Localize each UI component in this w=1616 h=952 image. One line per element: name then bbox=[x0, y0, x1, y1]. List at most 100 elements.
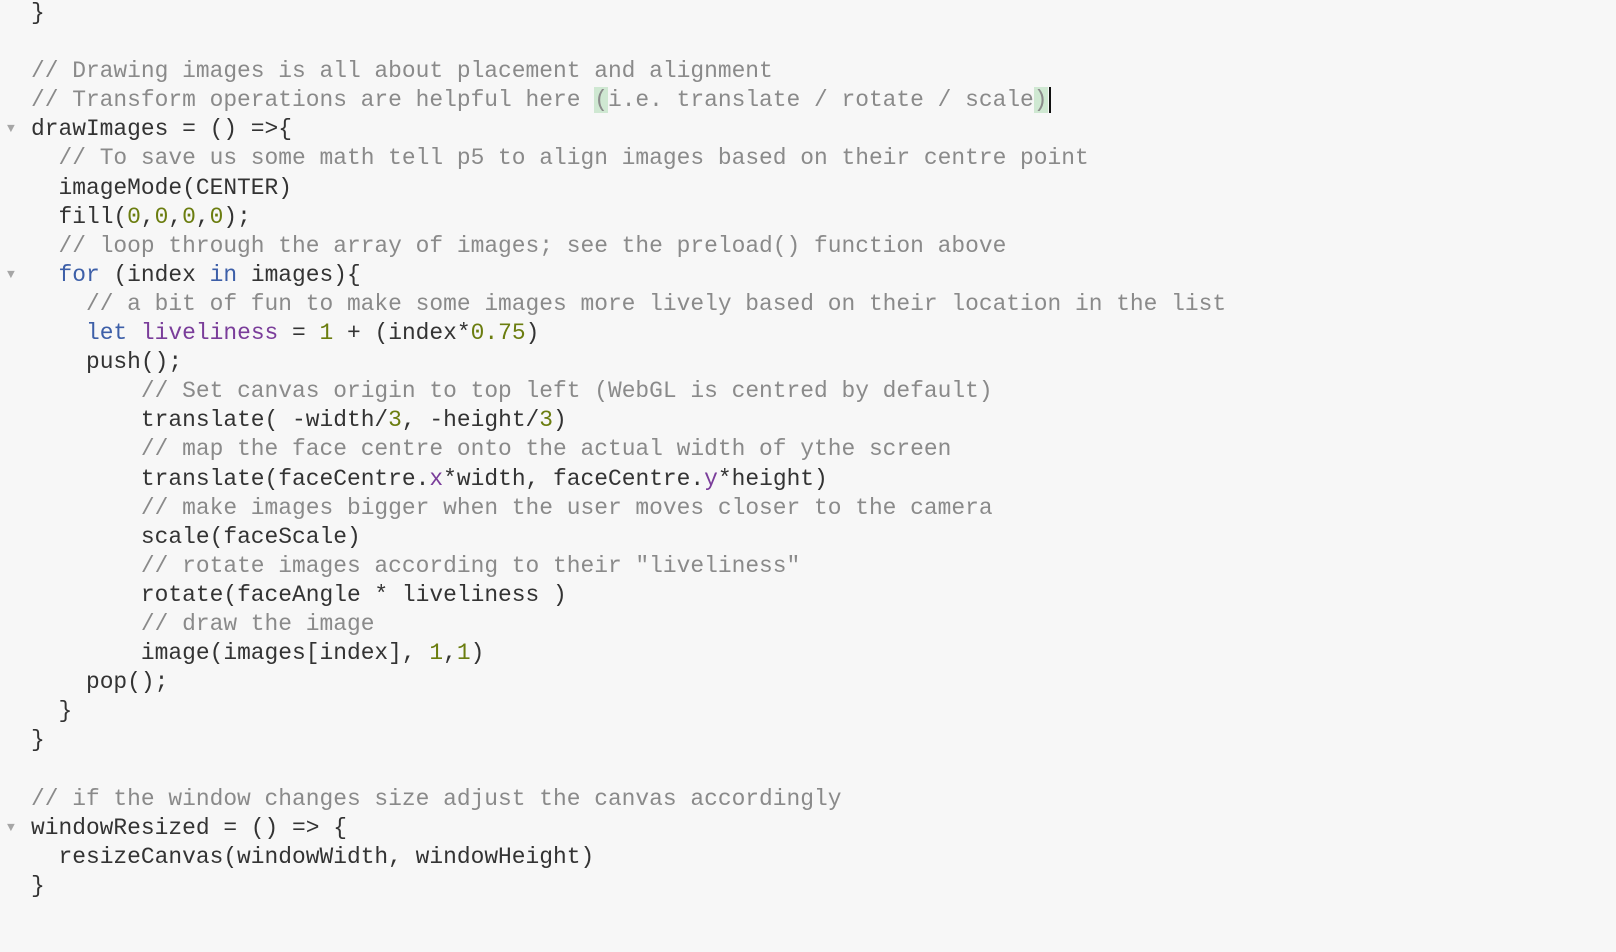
indent bbox=[31, 524, 141, 550]
code-token-keyword: in bbox=[209, 261, 238, 288]
code-token-prop: x bbox=[429, 465, 444, 492]
code-token-comment: // draw the image bbox=[140, 610, 375, 637]
code-token-number: 0 bbox=[127, 203, 141, 230]
code-line[interactable]: // map the face centre onto the actual w… bbox=[0, 435, 1226, 464]
fold-triangle-icon[interactable]: ▼ bbox=[7, 266, 15, 282]
code-line[interactable]: } bbox=[0, 697, 1226, 726]
code-line[interactable]: translate(faceCentre.x*width, faceCentre… bbox=[0, 465, 1226, 494]
code-line[interactable]: translate( -width/3, -height/3) bbox=[0, 406, 1226, 435]
code-token-plain: pop(); bbox=[85, 669, 169, 696]
code-token-number: 0.75 bbox=[470, 320, 526, 347]
code-line[interactable]: let liveliness = 1 + (index*0.75) bbox=[0, 319, 1226, 348]
indent bbox=[31, 640, 141, 666]
code-line[interactable]: // To save us some math tell p5 to align… bbox=[0, 144, 1226, 173]
code-token-plain: push(); bbox=[85, 349, 183, 376]
code-token-comment: // Transform operations are helpful here bbox=[31, 87, 595, 114]
code-line[interactable]: } bbox=[0, 0, 1226, 28]
code-line[interactable]: imageMode(CENTER) bbox=[0, 174, 1226, 203]
code-token-plain: + (index* bbox=[333, 320, 471, 347]
code-token-plain: ) bbox=[525, 320, 540, 347]
code-line[interactable]: fill(0,0,0,0); bbox=[0, 203, 1226, 232]
code-line[interactable]: image(images[index], 1,1) bbox=[0, 639, 1226, 668]
code-token-number: 0 bbox=[154, 203, 169, 230]
code-line[interactable]: // Transform operations are helpful here… bbox=[0, 86, 1226, 115]
code-line[interactable]: ▼ for (index in images){ bbox=[0, 261, 1226, 290]
code-token-plain: image(images[index], bbox=[140, 640, 430, 667]
bracket-match: ) bbox=[1033, 87, 1048, 114]
code-token-number: 0 bbox=[209, 203, 224, 230]
code-line[interactable] bbox=[0, 755, 1226, 784]
indent bbox=[31, 495, 141, 521]
indent bbox=[31, 466, 141, 492]
indent bbox=[31, 349, 86, 375]
code-line[interactable]: // loop through the array of images; see… bbox=[0, 232, 1226, 261]
code-line[interactable]: // draw the image bbox=[0, 610, 1226, 639]
code-line[interactable]: ▼windowResized = () => { bbox=[0, 814, 1226, 843]
indent bbox=[31, 204, 58, 230]
code-token-plain: = bbox=[278, 320, 320, 347]
code-token-plain: ); bbox=[223, 203, 251, 230]
code-token-plain: , bbox=[195, 203, 210, 230]
code-token-plain: translate(faceCentre. bbox=[140, 465, 430, 492]
code-line[interactable]: scale(faceScale) bbox=[0, 523, 1226, 552]
code-token-comment: // loop through the array of images; see… bbox=[58, 232, 1007, 259]
code-line[interactable]: ▼drawImages = () =>{ bbox=[0, 115, 1226, 144]
indent bbox=[31, 698, 58, 724]
code-line[interactable] bbox=[0, 28, 1226, 57]
code-token-number: 0 bbox=[182, 203, 196, 230]
code-token-plain: ) bbox=[553, 407, 567, 434]
code-line[interactable]: } bbox=[0, 872, 1226, 901]
code-token-plain: } bbox=[31, 727, 45, 754]
code-token-comment: // map the face centre onto the actual w… bbox=[140, 436, 952, 463]
code-line[interactable]: // if the window changes size adjust the… bbox=[0, 785, 1226, 814]
bracket-match: ( bbox=[594, 87, 608, 114]
code-line[interactable]: // a bit of fun to make some images more… bbox=[0, 290, 1226, 319]
code-line[interactable]: // Set canvas origin to top left (WebGL … bbox=[0, 377, 1226, 406]
code-token-keyword: let bbox=[85, 320, 128, 347]
code-token-keyword: for bbox=[58, 261, 100, 288]
indent bbox=[31, 669, 86, 695]
code-token-plain: translate( -width/ bbox=[140, 407, 389, 434]
text-cursor bbox=[1048, 87, 1051, 114]
indent bbox=[31, 262, 58, 288]
code-line[interactable]: // make images bigger when the user move… bbox=[0, 494, 1226, 523]
code-token-comment: // make images bigger when the user move… bbox=[140, 494, 993, 521]
code-token-plain: (index bbox=[99, 261, 210, 288]
code-token-number: 3 bbox=[539, 407, 554, 434]
code-token-comment: // a bit of fun to make some images more… bbox=[85, 290, 1227, 317]
code-token-plain: fill( bbox=[58, 203, 128, 230]
code-token-plain: } bbox=[31, 872, 45, 899]
code-token-number: 1 bbox=[429, 640, 444, 667]
code-line[interactable]: // Drawing images is all about placement… bbox=[0, 57, 1226, 86]
indent bbox=[31, 291, 86, 317]
code-token-plain: *height) bbox=[717, 465, 828, 492]
code-token-var: liveliness bbox=[140, 320, 279, 347]
code-line[interactable]: resizeCanvas(windowWidth, windowHeight) bbox=[0, 843, 1226, 872]
code-token-number: 1 bbox=[456, 640, 471, 667]
indent bbox=[31, 145, 58, 171]
code-token-comment: // Set canvas origin to top left (WebGL … bbox=[140, 378, 993, 405]
code-token-plain: , -height/ bbox=[401, 407, 540, 434]
code-token-plain: , bbox=[140, 203, 155, 230]
code-line[interactable]: // rotate images according to their "liv… bbox=[0, 552, 1226, 581]
code-line[interactable]: } bbox=[0, 726, 1226, 755]
indent bbox=[31, 378, 141, 404]
code-line[interactable]: rotate(faceAngle * liveliness ) bbox=[0, 581, 1226, 610]
code-line[interactable]: pop(); bbox=[0, 668, 1226, 697]
code-token-comment: // rotate images according to their "liv… bbox=[140, 552, 801, 579]
indent bbox=[31, 611, 141, 637]
code-token-comment: // Drawing images is all about placement… bbox=[31, 58, 773, 85]
code-line[interactable]: push(); bbox=[0, 348, 1226, 377]
code-token-plain: } bbox=[31, 0, 45, 26]
indent bbox=[31, 320, 86, 346]
fold-triangle-icon[interactable]: ▼ bbox=[7, 819, 15, 835]
code-token-comment: // if the window changes size adjust the… bbox=[31, 785, 842, 812]
indent bbox=[31, 436, 141, 462]
code-token-plain: , bbox=[443, 640, 457, 667]
code-token-plain: imageMode(CENTER) bbox=[58, 174, 293, 201]
code-lines[interactable]: } // Drawing images is all about placeme… bbox=[0, 0, 1226, 901]
indent bbox=[31, 844, 58, 870]
fold-triangle-icon[interactable]: ▼ bbox=[7, 121, 15, 137]
code-token-plain: } bbox=[58, 698, 73, 725]
